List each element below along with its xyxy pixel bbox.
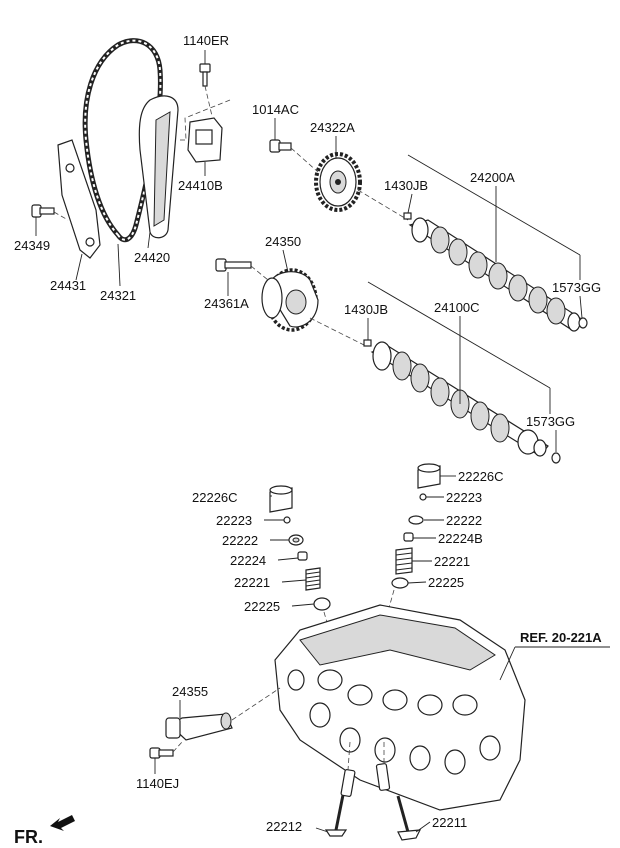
dowel-pin-top [403,212,412,220]
label-24410b: 24410B [178,178,223,193]
label-24361a: 24361A [204,296,249,311]
label-1140ej: 1140EJ [136,776,179,791]
label-22224: 22224 [230,553,266,568]
label-22226c-right: 22226C [458,469,504,484]
label-24420: 24420 [134,250,170,265]
label-24350: 24350 [265,234,301,249]
exhaust-valve-22211 [396,795,422,841]
label-22221-right: 22221 [434,554,470,569]
label-22225-right: 22225 [428,575,464,590]
front-arrow-icon [50,815,75,831]
label-fr: FR. [14,827,43,847]
label-22222-left: 22222 [222,533,258,548]
chain-tensioner-arm [138,95,179,239]
hydraulic-tensioner [187,117,223,163]
timing-chain [82,38,163,243]
label-24322a: 24322A [310,120,355,135]
cvvt-assembly-24350 [261,268,319,332]
label-22221-left: 22221 [234,575,270,590]
label-22223-right: 22223 [446,490,482,505]
label-24349: 24349 [14,238,50,253]
seal-plug-top [578,317,588,329]
cylinder-head [274,604,526,811]
label-22212: 22212 [266,819,302,834]
label-1430jb-top: 1430JB [384,178,428,193]
camshaft-24200a [408,217,581,332]
label-22226c-left: 22226C [192,490,238,505]
label-24200a: 24200A [470,170,515,185]
valve-guides [340,763,391,797]
intake-valve-22212 [324,794,348,837]
label-24321: 24321 [100,288,136,303]
label-1573gg-bottom: 1573GG [526,414,575,429]
label-24355: 24355 [172,684,208,699]
label-22225-left: 22225 [244,599,280,614]
bolt-1140er [199,63,211,87]
label-22211: 22211 [432,815,467,830]
label-22224b: 22224B [438,531,483,546]
valvetrain-right [391,463,441,589]
dowel-pin-bottom [363,339,372,347]
label-24100c: 24100C [434,300,480,315]
bolt-1014ac [269,139,292,153]
bolt-24349 [31,204,55,218]
label-22223-left: 22223 [216,513,252,528]
seal-plug-bottom [551,452,561,464]
oil-control-valve-24355 [165,712,233,741]
label-1573gg-top: 1573GG [552,280,601,295]
label-22222-right: 22222 [446,513,482,528]
chain-guide-left [57,139,101,259]
bolt-1140ej [149,747,174,759]
cam-sprocket-24322a [314,152,362,212]
label-1014ac: 1014AC [252,102,299,117]
label-1430jb-bottom: 1430JB [344,302,388,317]
bolt-24361a [215,258,252,272]
label-24431: 24431 [50,278,86,293]
label-1140er: 1140ER [183,33,229,48]
leader-lines [35,50,610,833]
label-ref-20-221a: REF. 20-221A [520,630,602,645]
valvetrain-left [269,485,331,611]
